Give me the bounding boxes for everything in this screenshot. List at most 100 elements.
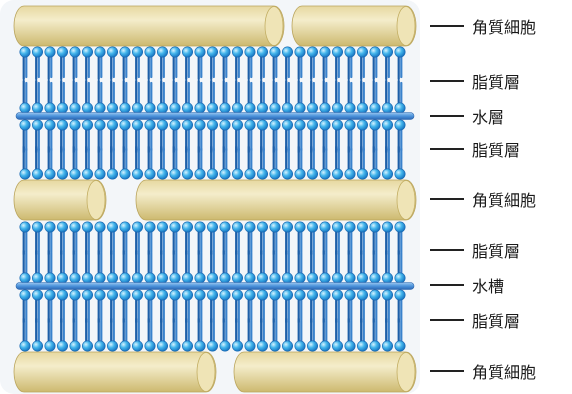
lipid-molecule [319, 249, 331, 284]
lipid-head [44, 272, 56, 284]
lipid-head [232, 272, 244, 284]
lipid-molecule [94, 289, 106, 324]
lipid-head [207, 168, 219, 180]
lipid-head [394, 221, 406, 233]
lipid-molecule [19, 249, 31, 284]
lipid-molecule [69, 46, 81, 81]
lipid-molecule [319, 46, 331, 81]
lipid-molecule [194, 145, 206, 180]
lipid-head [369, 272, 381, 284]
corneocyte-body [13, 179, 107, 221]
lipid-molecule [157, 317, 169, 352]
lipid-head [107, 221, 119, 233]
lipid-head [219, 168, 231, 180]
lipid-molecule [182, 46, 194, 81]
label-text: 角質細胞 [472, 191, 537, 210]
lipid-head [82, 102, 94, 114]
lipid-molecule [356, 317, 368, 352]
lipid-molecule [82, 221, 94, 256]
lipid-head [256, 289, 268, 301]
lipid-head [169, 46, 181, 58]
corneocyte [13, 351, 217, 393]
lipid-head [94, 102, 106, 114]
lipid-head [182, 46, 194, 58]
lipid-head [19, 119, 31, 131]
lipid-molecule [194, 79, 206, 114]
lipid-head [232, 119, 244, 131]
lipid-head [394, 119, 406, 131]
lipid-molecule [169, 145, 181, 180]
corneocyte-body [291, 5, 417, 47]
lipid-head [356, 221, 368, 233]
lipid-head [19, 168, 31, 180]
lipid-head [381, 119, 393, 131]
lipid-head [157, 168, 169, 180]
lipid-head [94, 46, 106, 58]
lipid-molecule [107, 317, 119, 352]
lipid-head [331, 221, 343, 233]
lipid-head [31, 272, 43, 284]
corneocyte [291, 5, 417, 47]
lipid-molecule [56, 249, 68, 284]
lipid-head [207, 221, 219, 233]
lipid-head [157, 119, 169, 131]
lipid-head [157, 102, 169, 114]
lipid-molecule [356, 79, 368, 114]
lipid-molecule [56, 79, 68, 114]
lipid-head [56, 221, 68, 233]
lipid-head [94, 221, 106, 233]
lipid-head [356, 168, 368, 180]
lipid-head [281, 46, 293, 58]
lipid-head [356, 272, 368, 284]
lipid-head [94, 272, 106, 284]
corneocyte-body [135, 179, 417, 221]
lipid-head [182, 168, 194, 180]
lipid-head [144, 102, 156, 114]
lipid-head [144, 289, 156, 301]
lipid-head [56, 46, 68, 58]
label-text: 角質細胞 [472, 363, 537, 382]
lipid-molecule [244, 249, 256, 284]
lipid-head [132, 289, 144, 301]
lipid-molecule [344, 221, 356, 256]
lipid-head [19, 289, 31, 301]
lipid-head [107, 289, 119, 301]
lipid-head [132, 168, 144, 180]
lipid-head [319, 221, 331, 233]
lipid-molecule [344, 46, 356, 81]
lipid-head [182, 289, 194, 301]
lipid-row [19, 145, 406, 180]
lipid-head [281, 102, 293, 114]
lipid-head [169, 289, 181, 301]
label-lipid-layer-2: 脂質層 [430, 137, 520, 161]
lipid-molecule [269, 145, 281, 180]
lipid-molecule [94, 46, 106, 81]
lipid-head [107, 272, 119, 284]
lipid-head [157, 289, 169, 301]
lipid-molecule [294, 145, 306, 180]
lipid-row [19, 289, 406, 324]
lipid-molecule [394, 289, 406, 324]
lipid-head [381, 46, 393, 58]
lipid-head [232, 46, 244, 58]
lipid-head [356, 340, 368, 352]
lipid-molecule [157, 249, 169, 284]
lipid-head [319, 340, 331, 352]
lipid-head [31, 221, 43, 233]
lipid-molecule [232, 79, 244, 114]
lipid-molecule [182, 317, 194, 352]
lipid-head [31, 289, 43, 301]
lipid-molecule [31, 249, 43, 284]
lipid-molecule [356, 46, 368, 81]
lipid-molecule [269, 317, 281, 352]
lipid-molecule [232, 221, 244, 256]
lipid-molecule [306, 46, 318, 81]
lipid-molecule [44, 145, 56, 180]
lipid-head [194, 168, 206, 180]
lipid-molecule [269, 46, 281, 81]
lipid-molecule [31, 317, 43, 352]
label-lipid-layer-1: 脂質層 [430, 69, 520, 93]
lipid-head [207, 102, 219, 114]
lipid-molecule [394, 145, 406, 180]
corneocyte-end [396, 6, 416, 46]
